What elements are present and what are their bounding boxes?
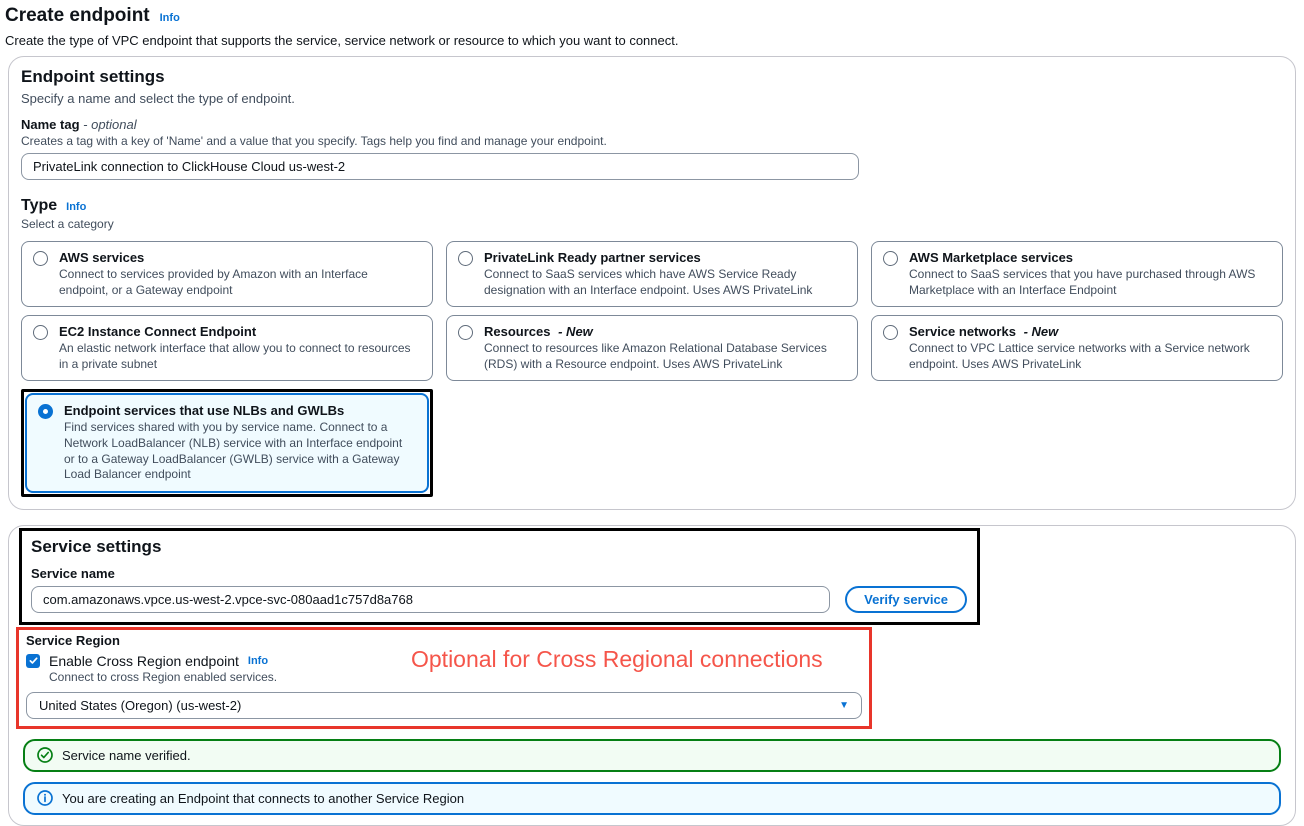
tile-description: Find services shared with you by service… [64,420,403,482]
endpoint-settings-card: Endpoint settings Specify a name and sel… [8,56,1296,510]
service-region-select[interactable]: United States (Oregon) (us-west-2) ▼ [26,691,862,719]
tile-description: Connect to services provided by Amazon w… [59,267,368,297]
annotation-box-service-region: Service Region Enable Cross Region endpo… [16,626,872,729]
info-alert-text: You are creating an Endpoint that connec… [62,790,465,806]
service-settings-card: Service settings Service name Verify ser… [8,524,1296,826]
page-header: Create endpoint Info Create the type of … [0,0,1304,48]
cross-region-help: Connect to cross Region enabled services… [49,669,278,684]
tile-description: An elastic network interface that allow … [59,341,411,371]
checkmark-icon [28,657,38,665]
service-region-label: Service Region [26,632,120,648]
tile-description: Connect to SaaS services that you have p… [909,267,1256,297]
radio-checked-icon[interactable] [38,404,53,420]
type-option-endpoint-services-nlb-gwlb[interactable]: Endpoint services that use NLBs and GWLB… [25,393,429,493]
info-alert: You are creating an Endpoint that connec… [23,781,1281,815]
annotation-box-service-settings: Service settings Service name Verify ser… [19,527,980,625]
radio-icon[interactable] [33,251,48,266]
service-region-selected-value: United States (Oregon) (us-west-2) [39,697,242,713]
tile-title: Endpoint services that use NLBs and GWLB… [64,403,345,419]
success-alert: Service name verified. [23,738,1281,772]
tile-title: Resources - New [484,324,593,340]
tile-title: PrivateLink Ready partner services [484,250,701,265]
type-options-grid: AWS services Connect to services provide… [21,241,1283,497]
tile-title: AWS Marketplace services [909,250,1074,265]
radio-icon[interactable] [883,325,898,341]
radio-icon[interactable] [458,325,473,341]
new-badge: - New [558,324,593,340]
new-badge: - New [1023,324,1059,340]
type-label: Type [21,197,58,214]
type-option-service-networks[interactable]: Service networks - New Connect to VPC La… [871,315,1283,382]
cross-region-checkbox-label[interactable]: Enable Cross Region endpoint [49,652,239,669]
service-settings-title: Service settings [31,536,162,556]
page-title-info-link[interactable]: Info [159,12,180,24]
tile-description: Connect to SaaS services which have AWS … [484,267,813,297]
tile-title: AWS services [59,250,145,265]
type-option-privatelink-partner-services[interactable]: PrivateLink Ready partner services Conne… [446,241,858,308]
cross-region-info-link[interactable]: Info [247,654,269,667]
annotation-box-selected-type: Endpoint services that use NLBs and GWLB… [21,389,433,497]
page-description: Create the type of VPC endpoint that sup… [5,33,679,48]
page-title: Create endpoint [5,5,150,26]
name-tag-optional-suffix: - optional [83,117,137,132]
endpoint-settings-description: Specify a name and select the type of en… [21,91,295,106]
radio-icon[interactable] [883,251,898,266]
success-check-icon [37,747,53,764]
annotation-note: Optional for Cross Regional connections [411,645,823,672]
type-info-link[interactable]: Info [66,201,87,213]
tile-title: Service networks - New [909,324,1059,340]
service-name-label: Service name [31,565,115,581]
type-option-resources[interactable]: Resources - New Connect to resources lik… [446,315,858,382]
radio-icon[interactable] [33,325,48,341]
info-icon [37,790,53,807]
tile-description: Connect to resources like Amazon Relatio… [484,341,827,371]
type-hint: Select a category [21,217,114,231]
endpoint-settings-title: Endpoint settings [21,67,165,86]
radio-icon[interactable] [458,251,473,266]
tile-description: Connect to VPC Lattice service networks … [909,341,1250,371]
chevron-down-icon: ▼ [839,699,849,711]
success-alert-text: Service name verified. [62,747,191,763]
type-option-ec2-instance-connect[interactable]: EC2 Instance Connect Endpoint An elastic… [21,315,433,382]
name-tag-label: Name tag - optional [21,117,137,132]
tile-title: EC2 Instance Connect Endpoint [59,324,257,340]
cross-region-checkbox[interactable] [26,653,40,668]
name-tag-input[interactable] [21,153,859,180]
type-option-aws-marketplace-services[interactable]: AWS Marketplace services Connect to SaaS… [871,241,1283,308]
verify-service-button[interactable]: Verify service [845,585,967,613]
name-tag-help: Creates a tag with a key of 'Name' and a… [21,134,607,148]
service-name-input[interactable] [31,585,831,613]
type-option-aws-services[interactable]: AWS services Connect to services provide… [21,241,433,308]
